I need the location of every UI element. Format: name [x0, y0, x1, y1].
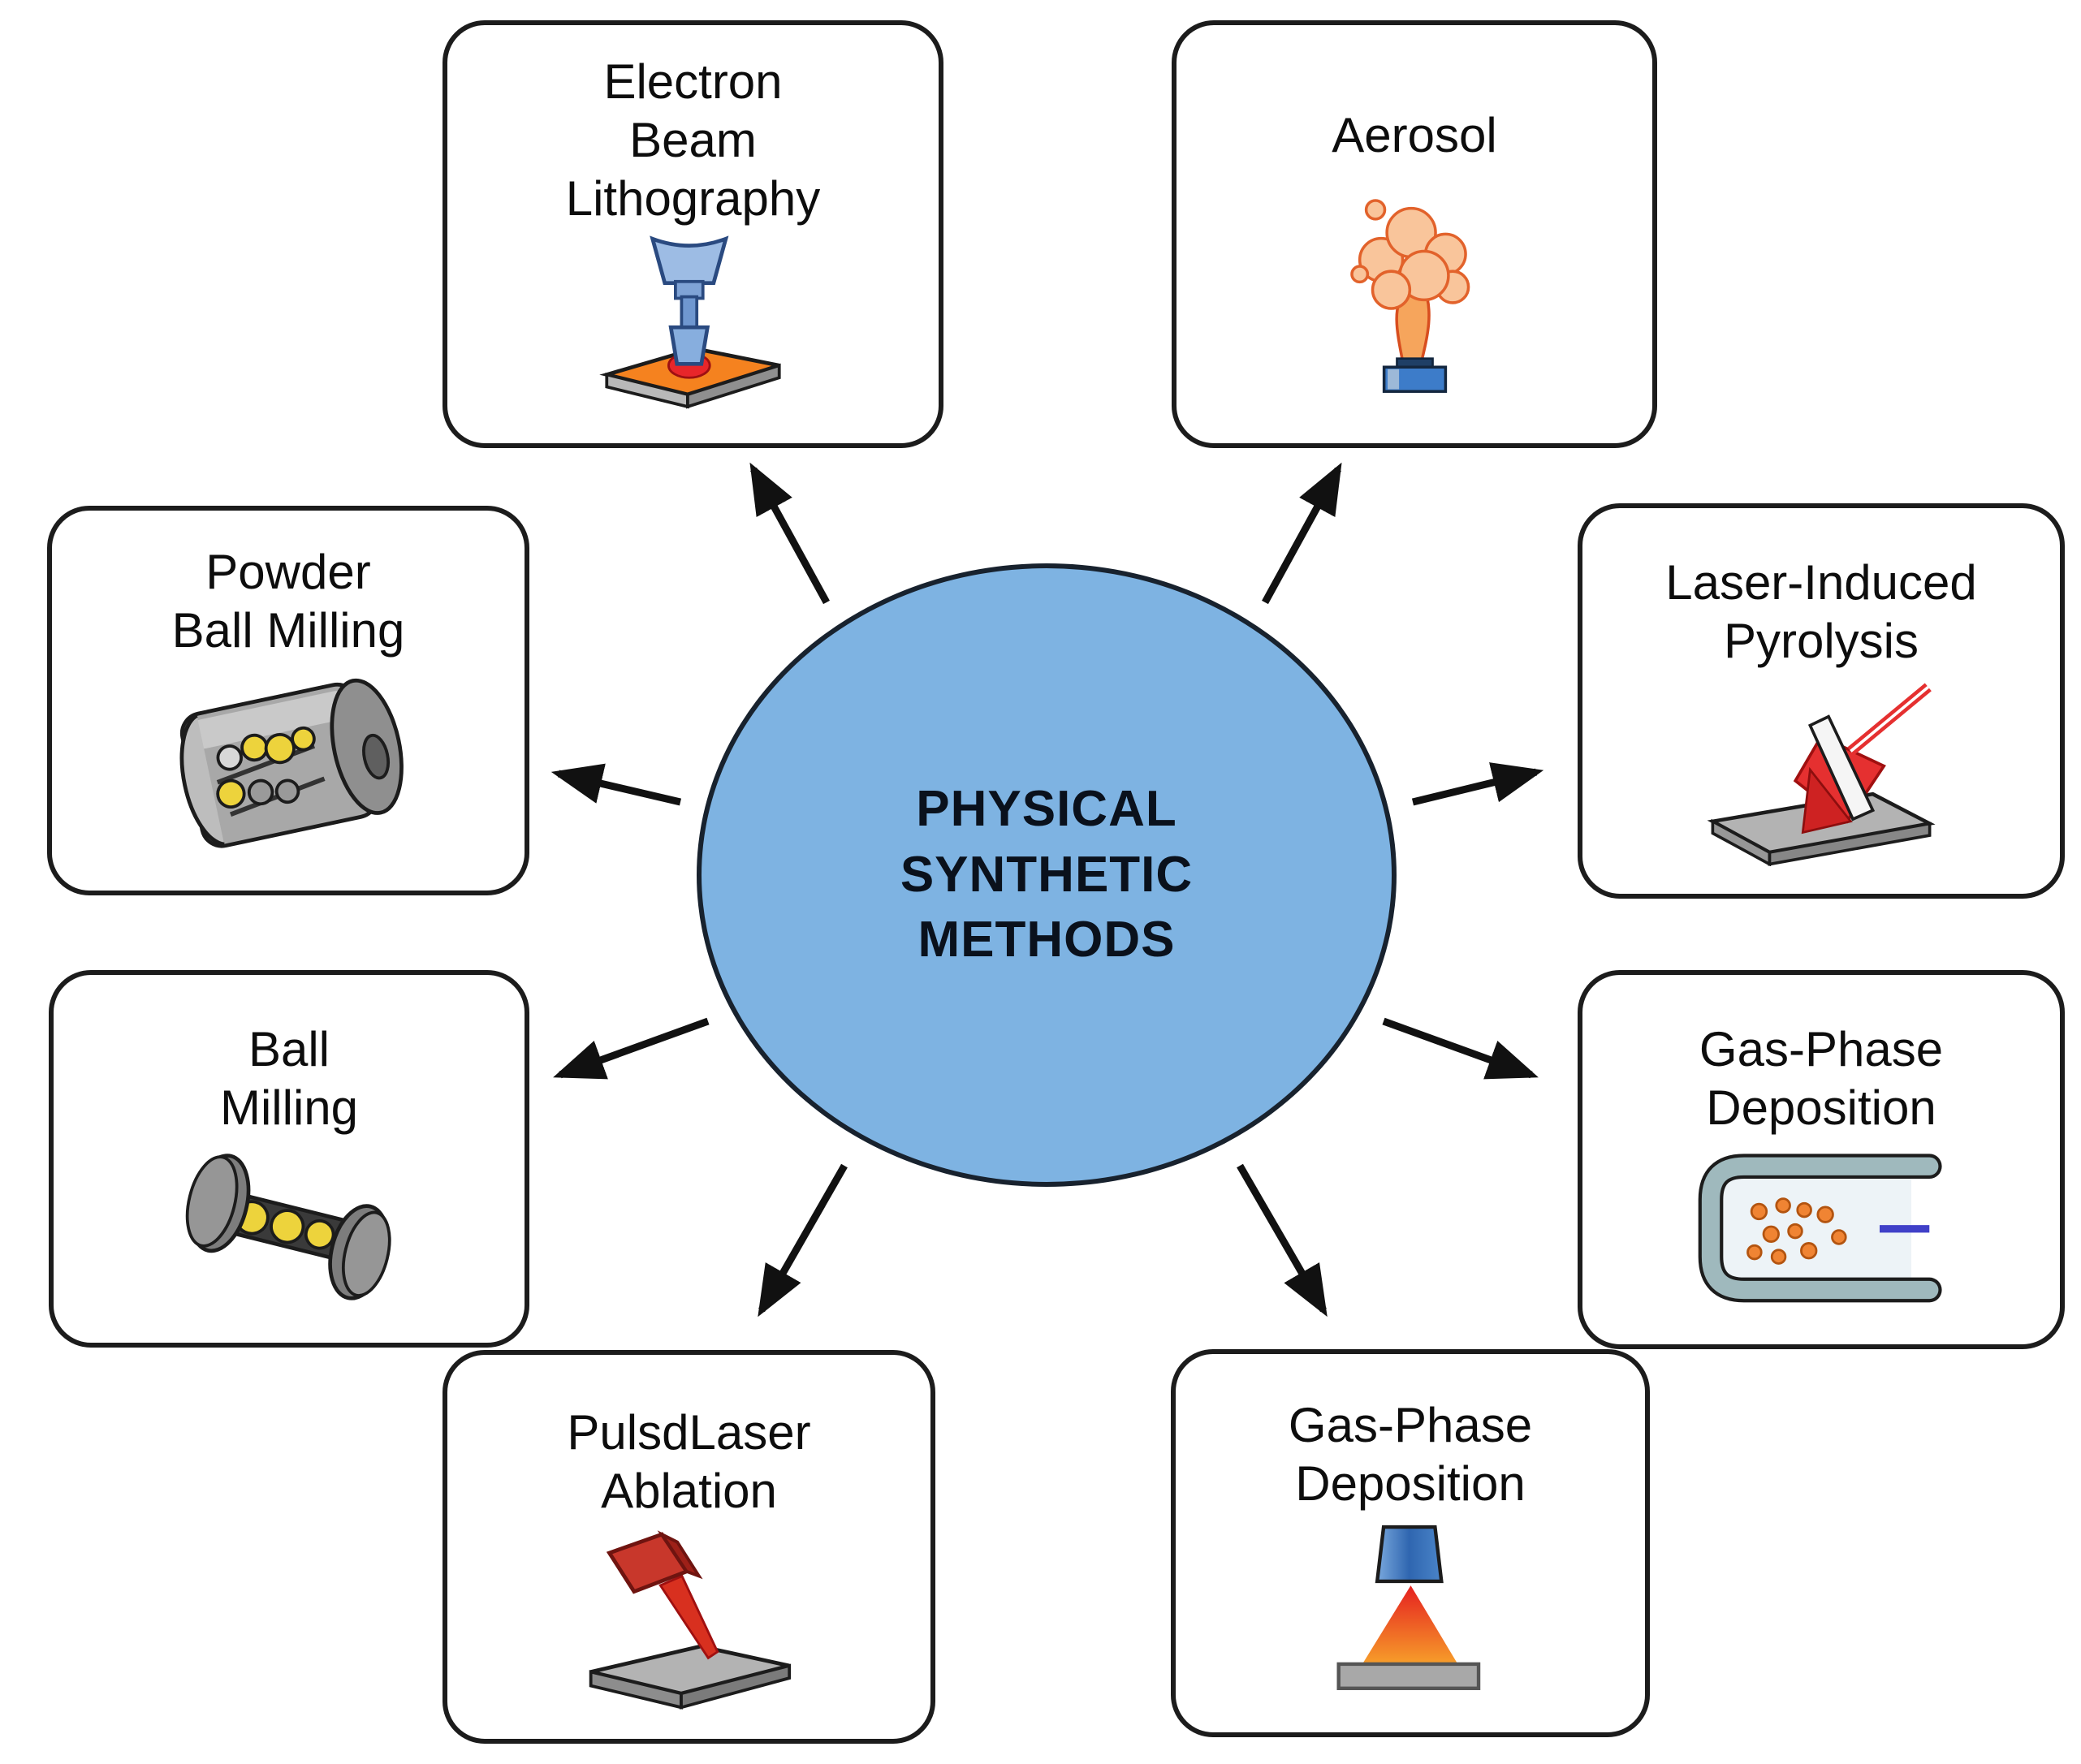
label-line: Gas-Phase — [1699, 1022, 1944, 1076]
aerosol-spray-cloud-icon — [1349, 198, 1470, 393]
node-label: Laser-Induced Pyrolysis — [1665, 554, 1977, 671]
node-label: Aerosol — [1332, 106, 1496, 165]
node-pulsed-laser-ablation: PulsdLaser Ablation — [443, 1350, 935, 1744]
label-line: Electron — [603, 54, 783, 109]
arrow-ball-milling — [553, 1017, 710, 1080]
center-title-line: SYNTHETIC — [900, 846, 1194, 903]
node-icon — [73, 1137, 505, 1320]
label-line: Pyrolysis — [1723, 614, 1919, 668]
label-line: Aerosol — [1332, 108, 1497, 162]
node-aerosol: Aerosol — [1172, 20, 1657, 448]
center-node-title: PHYSICAL SYNTHETIC METHODS — [900, 777, 1193, 973]
node-electron-beam-lithography: Electron Beam Lithography — [443, 20, 943, 448]
electron-beam-column-substrate-icon — [599, 235, 781, 409]
arrow-gas-phase-deposition-bottom — [1237, 1163, 1328, 1318]
node-gas-phase-deposition-bottom: Gas-Phase Deposition — [1171, 1349, 1650, 1737]
label-line: Lithography — [565, 171, 821, 226]
node-icon — [1602, 1137, 2040, 1320]
arrow-electron-beam-lithography — [749, 462, 830, 605]
node-label: PulsdLaser Ablation — [567, 1404, 810, 1520]
label-line: Ablation — [601, 1464, 777, 1518]
label-line: Ball Milling — [171, 603, 405, 658]
arrow-gas-phase-deposition-right — [1382, 1017, 1539, 1080]
node-label: Powder Ball Milling — [172, 543, 405, 660]
node-icon — [467, 1520, 911, 1721]
label-line: PulsdLaser — [567, 1405, 811, 1460]
label-line: Powder — [205, 545, 371, 599]
node-icon — [1196, 165, 1633, 419]
ball-mill-capsule-icon — [185, 1154, 391, 1300]
node-label: Ball Milling — [220, 1020, 358, 1137]
node-icon — [467, 228, 919, 419]
node-label: Gas-Phase Deposition — [1289, 1396, 1532, 1513]
laser-beam-mirror-substrate-icon — [1707, 683, 1936, 866]
node-label: Gas-Phase Deposition — [1699, 1020, 1943, 1137]
node-icon — [1195, 1513, 1626, 1708]
pulsed-laser-substrate-icon — [589, 1530, 792, 1710]
label-line: Beam — [629, 113, 757, 167]
node-gas-phase-deposition-right: Gas-Phase Deposition — [1578, 970, 2065, 1349]
node-ball-milling: Ball Milling — [49, 970, 529, 1348]
arrow-aerosol — [1262, 462, 1342, 605]
node-icon — [1602, 671, 2040, 869]
nozzle-flame-substrate-icon — [1336, 1525, 1480, 1691]
label-line: Laser-Induced — [1665, 555, 1977, 610]
node-powder-ball-milling: Powder Ball Milling — [47, 506, 529, 895]
deposition-tube-particles-icon — [1698, 1154, 1942, 1303]
label-line: Deposition — [1706, 1080, 1936, 1135]
label-line: Gas-Phase — [1288, 1398, 1533, 1452]
center-title-line: METHODS — [917, 912, 1176, 968]
center-node: PHYSICAL SYNTHETIC METHODS — [697, 563, 1397, 1187]
label-line: Milling — [219, 1080, 359, 1135]
node-icon — [71, 660, 505, 866]
arrow-pulsed-laser-ablation — [758, 1163, 848, 1318]
label-line: Deposition — [1295, 1456, 1526, 1511]
node-laser-induced-pyrolysis: Laser-Induced Pyrolysis — [1578, 503, 2065, 899]
arrow-powder-ball-milling — [550, 763, 682, 806]
powder-ball-mill-drum-icon — [179, 678, 404, 848]
node-label: Electron Beam Lithography — [566, 53, 821, 228]
arrow-laser-induced-pyrolysis — [1411, 762, 1544, 806]
center-title-line: PHYSICAL — [916, 781, 1177, 838]
label-line: Ball — [248, 1022, 330, 1076]
